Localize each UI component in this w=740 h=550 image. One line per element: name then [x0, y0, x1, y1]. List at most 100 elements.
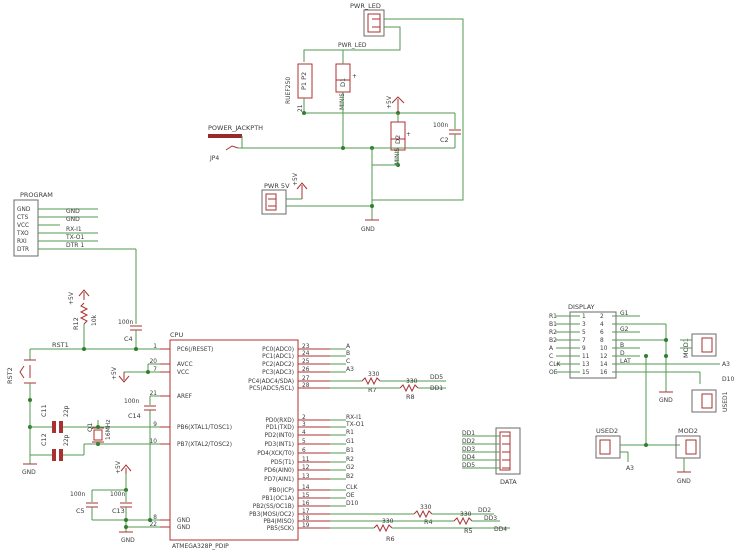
- r6-net: DD4: [494, 526, 507, 533]
- crystal-gnd-label: GND: [22, 469, 36, 476]
- p1-body: [297, 63, 313, 99]
- mcu-right-pin-number: 17: [302, 509, 310, 515]
- mcu-left-pin-number: 20: [150, 359, 158, 365]
- mcu-right-pin-name: PC5(ADC5/SCL): [249, 386, 294, 392]
- display-left-net: A: [549, 345, 554, 352]
- mcu-left-pin-name: VCC: [177, 370, 189, 376]
- display-left-net: R1: [549, 313, 557, 320]
- mcu-left-pin-number: 21: [150, 391, 158, 397]
- used2-label: USED2: [596, 427, 618, 435]
- mcu-left-pin-name: AREF: [177, 394, 192, 400]
- r7-label: R7: [368, 386, 377, 394]
- reset-section: 100n C4 +5V R12 10k RST1 RST2: [6, 289, 160, 400]
- mcu-right-net-label: A: [346, 343, 351, 350]
- mcu-right-net-label: CLK: [346, 484, 359, 491]
- c5-label: C5: [76, 507, 85, 515]
- plus5v-label: +5V: [386, 95, 393, 109]
- mcu-right-pin-name: PC1(ADC1): [262, 354, 294, 360]
- mcu-right-pin-number: 15: [302, 493, 310, 499]
- display-right-pin-number: 12: [600, 354, 608, 360]
- data-net-label: DD1: [462, 430, 475, 437]
- mcu-right-pin-number: 16: [302, 501, 310, 507]
- mcu-right-net-label: TX-O1: [345, 421, 365, 428]
- display-right-pin-number: 8: [600, 338, 604, 344]
- mcu-left-pin-name: AVCC: [177, 362, 193, 368]
- display-left-net: R2: [549, 329, 557, 336]
- mcu-left-pin-name: PB7(XTAL2/TOSC2): [177, 442, 232, 448]
- mcu-right-net-label: B2: [346, 473, 354, 480]
- program-body: [13, 199, 39, 257]
- display-left-pin-number: 3: [582, 322, 586, 328]
- d1-label: D1: [339, 78, 347, 87]
- power-jack-label: POWER_JACKPTH: [208, 124, 263, 132]
- r8-net: DD1: [430, 385, 443, 392]
- led-resistors: 330 R7 DD5 330 R8 DD1 330 R4 DD2 330 R5 …: [330, 371, 510, 543]
- mcu-left-pin-number: 7: [153, 367, 157, 373]
- mcu-name: ATMEGA328P_PDIP: [172, 543, 229, 550]
- q1-label: Q1: [86, 423, 94, 432]
- display-right-pin-number: 4: [600, 322, 604, 328]
- display-body: [569, 311, 617, 379]
- r12-label: R12: [72, 317, 80, 330]
- mcu-right-pin-name: PD0(RXD): [265, 418, 294, 424]
- display-right-pin-number: 14: [600, 362, 608, 368]
- mcu-right-pin-name: PC2(ADC2): [262, 362, 294, 368]
- r7-value: 330: [368, 371, 380, 378]
- data-connector-body: [495, 427, 521, 475]
- data-net-label: DD4: [462, 454, 475, 461]
- pwr-led-label: PWR_LED: [350, 2, 381, 10]
- display-gnd-label: GND: [659, 397, 673, 404]
- program-pin-6: DTR: [17, 247, 29, 253]
- c13-label: C13: [112, 507, 125, 515]
- c14-label: C14: [128, 412, 141, 420]
- mcu-right-pin-number: 28: [302, 383, 310, 389]
- program-net-4: RX-I1: [66, 226, 82, 233]
- mcu-left-pin-name: PC6(/RESET): [177, 347, 213, 353]
- p1-value: RUEF250: [285, 77, 292, 104]
- c2-value: 100n: [433, 122, 448, 129]
- mcu-right-pin-name: PD4(XCK/T0): [257, 451, 294, 457]
- used1-label: USED1: [722, 391, 729, 412]
- display-left-net: C: [549, 353, 553, 360]
- display-right-pin-number: 2: [600, 314, 604, 320]
- mod2-body: [675, 435, 701, 459]
- pwr-led-connector: [363, 9, 385, 37]
- data-title: DATA: [500, 478, 517, 486]
- mcu-right-pin-number: 2: [302, 415, 306, 421]
- c4-label: C4: [124, 335, 133, 343]
- mcu-right-net-label: G1: [346, 438, 355, 445]
- mcu-left-pin-name: GND: [177, 518, 191, 524]
- mcu-left-pin-number: 22: [150, 522, 158, 528]
- program-net-6: DTR 1: [66, 242, 84, 249]
- mcu-right-net-label: R1: [346, 429, 354, 436]
- mcu-right-pin-name: PD2(INT0): [265, 433, 294, 439]
- mcu-plus5v: +5V: [111, 366, 118, 380]
- mcu-right-pin-name: PD3(INT1): [265, 442, 294, 448]
- r5-label: R5: [464, 527, 473, 535]
- svg-text:+: +: [406, 132, 411, 138]
- display-left-pin-number: 11: [582, 354, 590, 360]
- power-gnd-label: GND: [361, 226, 375, 233]
- display-right-net: G2: [620, 326, 629, 333]
- mcu-right-pin-number: 6: [302, 448, 306, 454]
- display-left-pin-number: 13: [582, 362, 590, 368]
- mcu-right-pin-number: 26: [302, 367, 310, 373]
- data-net-label: DD5: [462, 462, 475, 469]
- display-right-net: G1: [620, 310, 629, 317]
- display-right-pin-number: 10: [600, 346, 608, 352]
- mcu-left-pin-number: 10: [150, 439, 158, 445]
- program-pin-1: GND: [17, 207, 31, 213]
- mcu-left-pin-number: 8: [153, 515, 157, 521]
- program-net-5: TX-O1: [65, 234, 85, 241]
- r12-value: 10k: [91, 314, 98, 326]
- mcu-right-pin-name: PB1(OC1A): [262, 496, 294, 502]
- pwr-led-net-label: PWR_LED: [338, 42, 367, 49]
- r8-label: R8: [406, 393, 415, 401]
- c5-value: 100n: [70, 491, 85, 498]
- mcu-right-pin-number: 19: [302, 523, 310, 529]
- display-right-pin-number: 16: [600, 370, 608, 376]
- mcu-right-pin-number: 23: [302, 344, 310, 350]
- svg-text:+5V: +5V: [115, 460, 122, 474]
